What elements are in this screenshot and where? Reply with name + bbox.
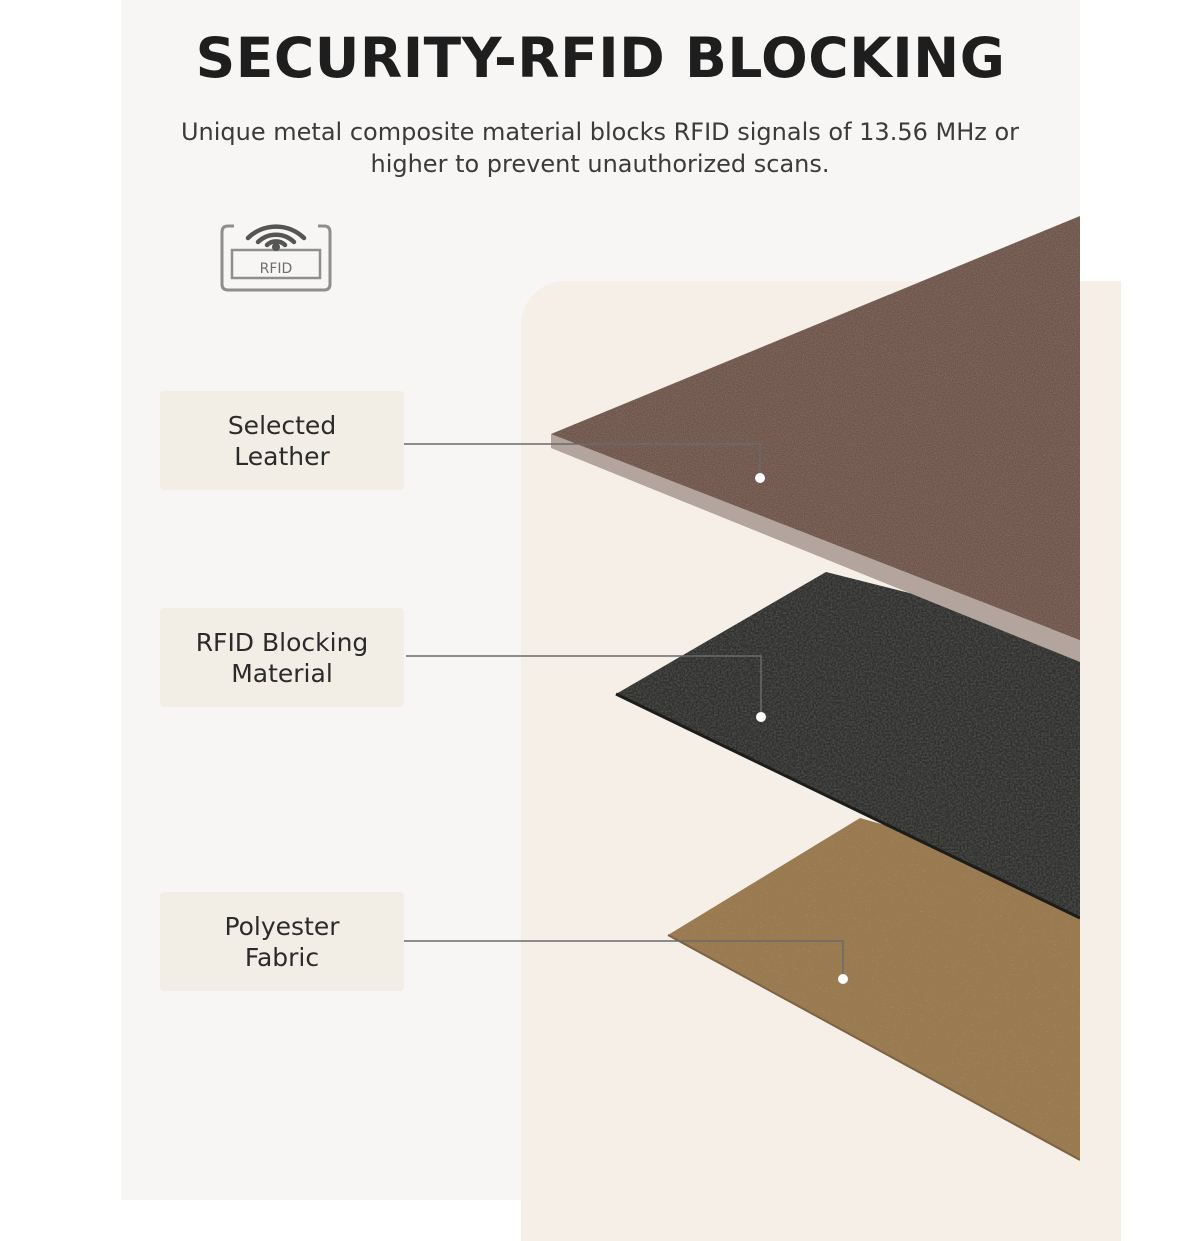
- leather-layer: [551, 216, 1080, 662]
- leader-line-rfid: [406, 655, 766, 722]
- leader-line-leather: [404, 443, 765, 483]
- page-subtitle: Unique metal composite material blocks R…: [180, 118, 1020, 178]
- rfid-blocking-layer: [615, 572, 1080, 920]
- label-rfid-blocking-material: RFID Blocking Material: [160, 608, 404, 707]
- polyester-fabric-layer: [667, 818, 1080, 1161]
- label-selected-leather: Selected Leather: [160, 391, 404, 490]
- rfid-card-label: RFID: [260, 261, 293, 277]
- page-title: SECURITY-RFID BLOCKING: [195, 26, 1006, 90]
- canvas: SECURITY-RFID BLOCKING Unique metal comp…: [121, 0, 1121, 1241]
- leader-line-fabric: [404, 940, 848, 984]
- rfid-card-icon: RFID: [220, 224, 332, 292]
- material-layers-illustration: [404, 216, 1080, 1161]
- label-polyester-fabric: Polyester Fabric: [160, 892, 404, 991]
